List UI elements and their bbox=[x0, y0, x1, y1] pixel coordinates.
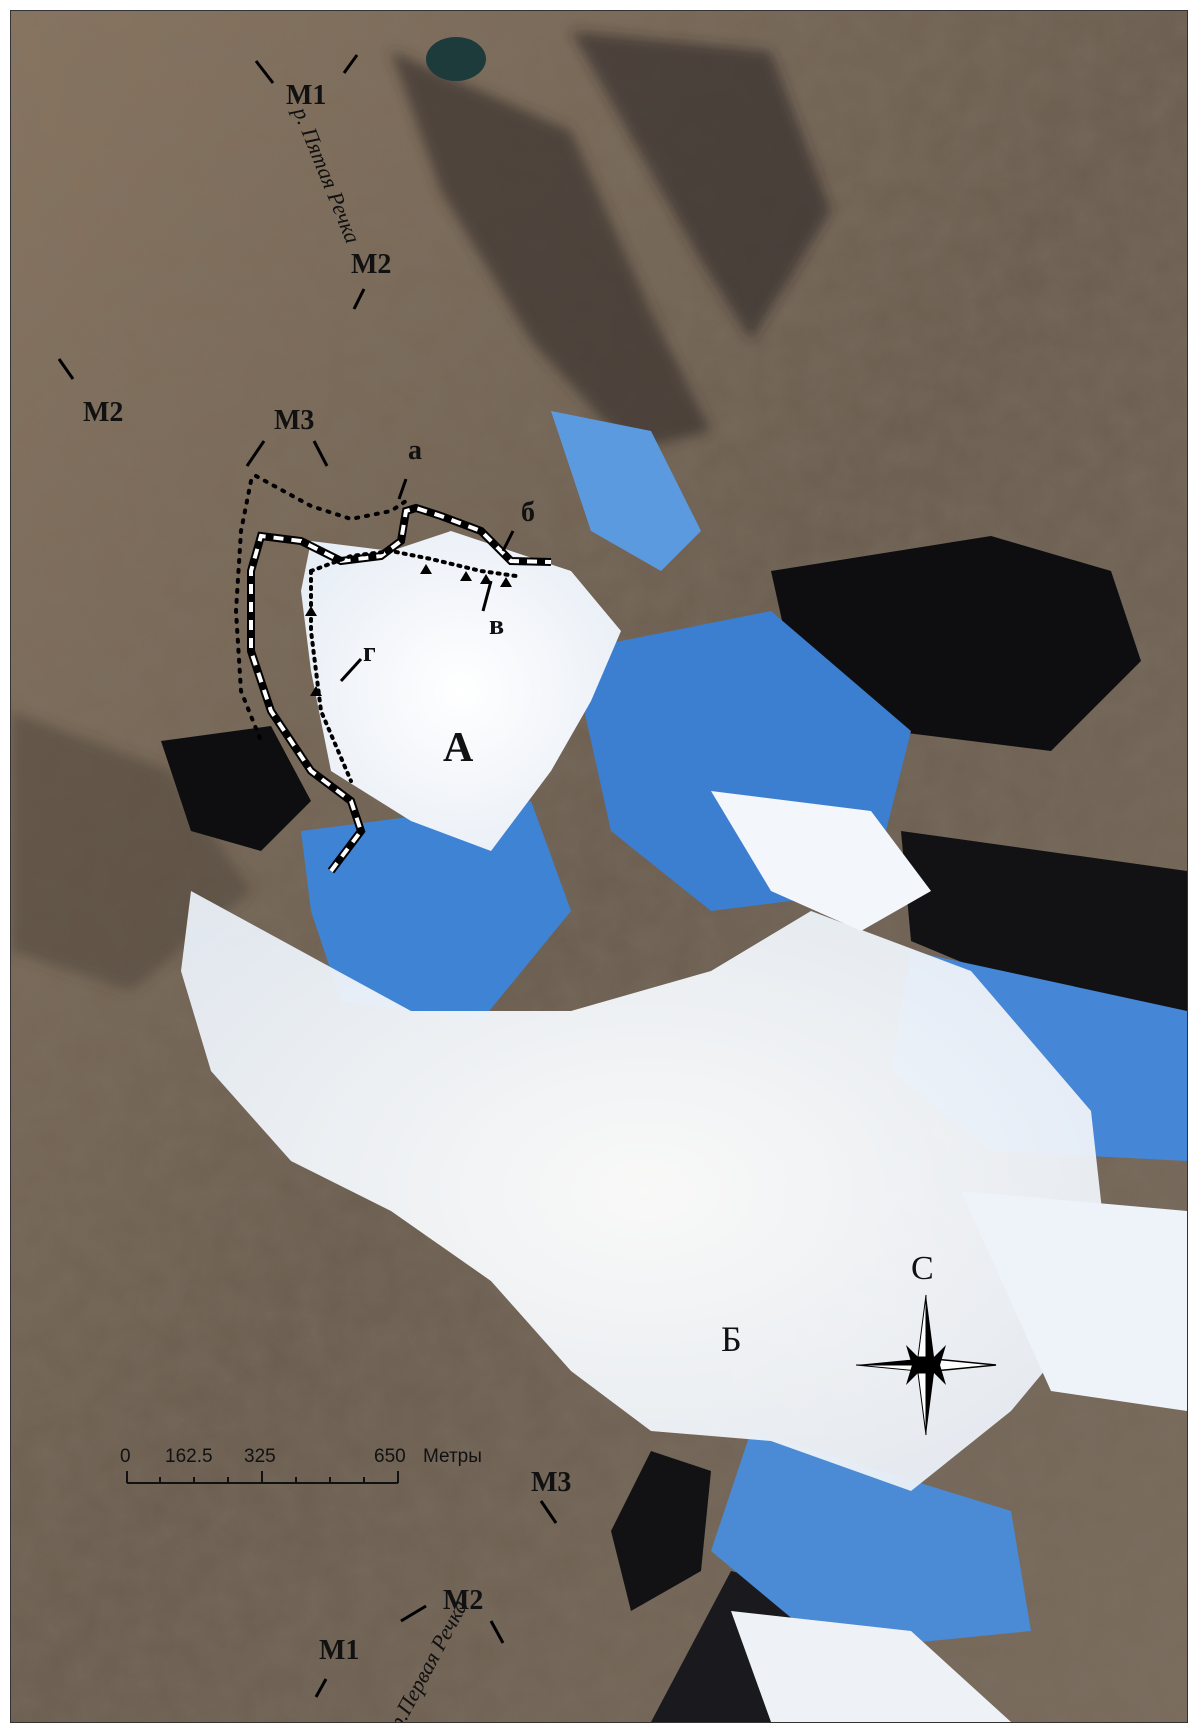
label-m2-bottom: M2 bbox=[443, 1585, 483, 1616]
label-m1-bottom: M1 bbox=[319, 1635, 359, 1666]
label-m2-top: M2 bbox=[351, 249, 391, 280]
north-arrow bbox=[855, 1294, 997, 1436]
label-m1-top: M1 bbox=[286, 80, 326, 111]
snow-fields bbox=[181, 531, 1187, 1722]
glacier-a-outline bbox=[247, 503, 552, 874]
scale-unit: Метры bbox=[423, 1446, 482, 1467]
glacier-edge-dotted bbox=[309, 548, 518, 783]
label-a-small: а bbox=[408, 435, 422, 466]
label-g-small: г bbox=[363, 637, 376, 668]
scale-tick-162: 162.5 bbox=[165, 1446, 213, 1467]
label-v-small: в bbox=[489, 610, 504, 641]
north-label: С bbox=[911, 1250, 934, 1287]
lake bbox=[426, 37, 486, 81]
leader-lines bbox=[57, 54, 558, 1698]
label-glacier-a: А bbox=[443, 725, 474, 771]
label-glacier-b: Б bbox=[721, 1319, 742, 1359]
label-m3-top: M3 bbox=[274, 405, 314, 436]
scale-bar: 0 162.5 325 650 Метры bbox=[120, 1446, 482, 1484]
triangle-markers bbox=[305, 564, 512, 696]
label-m2-left: M2 bbox=[83, 397, 123, 428]
scale-tick-0: 0 bbox=[120, 1446, 131, 1467]
map-canvas: M1 M2 M2 M3 а б в г А Б M3 M2 M1 р. Пята… bbox=[11, 11, 1187, 1722]
label-b-small: б bbox=[521, 497, 535, 528]
label-m3-bottom: M3 bbox=[531, 1467, 571, 1498]
deep-shadows bbox=[161, 536, 1187, 1722]
satellite-map: M1 M2 M2 M3 а б в г А Б M3 M2 M1 р. Пята… bbox=[10, 10, 1188, 1723]
moraine-dotted-line bbox=[233, 474, 408, 743]
scale-tick-650: 650 bbox=[374, 1446, 406, 1467]
scale-tick-325: 325 bbox=[244, 1446, 276, 1467]
